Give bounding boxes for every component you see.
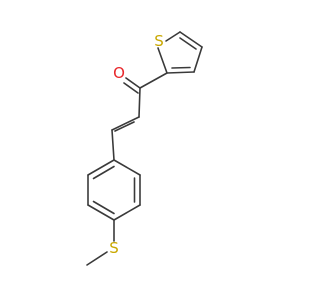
thiophene-ring bbox=[157, 31, 203, 74]
bond-c4-c5-inner bbox=[179, 37, 197, 50]
bond-alpha-beta-inner bbox=[114, 121, 135, 132]
bond-c3-c4 bbox=[193, 46, 203, 73]
bond-c3-c3-inner bbox=[171, 66, 191, 69]
methylthio-group bbox=[86, 219, 115, 266]
atom-label-thioether-sulfur: S bbox=[109, 239, 119, 257]
bond-carbonyl-o-2 bbox=[123, 82, 139, 94]
bond-s1-c2 bbox=[157, 47, 168, 74]
molecule-diagram: O S S bbox=[86, 31, 203, 266]
atom-label-thiophene-sulfur: S bbox=[154, 32, 164, 50]
benzene-ring bbox=[87, 159, 141, 221]
bond-carbonyl-alpha bbox=[138, 87, 141, 118]
atom-label-oxygen: O bbox=[113, 64, 125, 82]
bond-c5-s1 bbox=[165, 31, 181, 42]
bond-ar4-ar5 bbox=[87, 204, 115, 221]
bond-ar4-ar5-inner bbox=[92, 200, 115, 215]
structure-canvas: O S S bbox=[86, 31, 203, 266]
enone-chain bbox=[111, 72, 168, 161]
bond-carbonyl-o-1 bbox=[125, 77, 141, 89]
bond-alpha-beta bbox=[111, 116, 140, 131]
atom-labels: O S S bbox=[109, 32, 164, 257]
bond-ar6-ar1 bbox=[87, 159, 115, 176]
bond-c4-c5 bbox=[179, 31, 203, 48]
bond-ar6-ar1-inner bbox=[92, 165, 115, 180]
bond-c2-c3 bbox=[166, 71, 195, 74]
bond-ar1-ar2 bbox=[113, 159, 141, 176]
bond-thienyl-carbonyl bbox=[139, 72, 168, 89]
bond-beta-aryl bbox=[111, 129, 115, 161]
bond-s-methyl bbox=[86, 251, 108, 266]
bond-ar3-ar4 bbox=[113, 204, 141, 221]
